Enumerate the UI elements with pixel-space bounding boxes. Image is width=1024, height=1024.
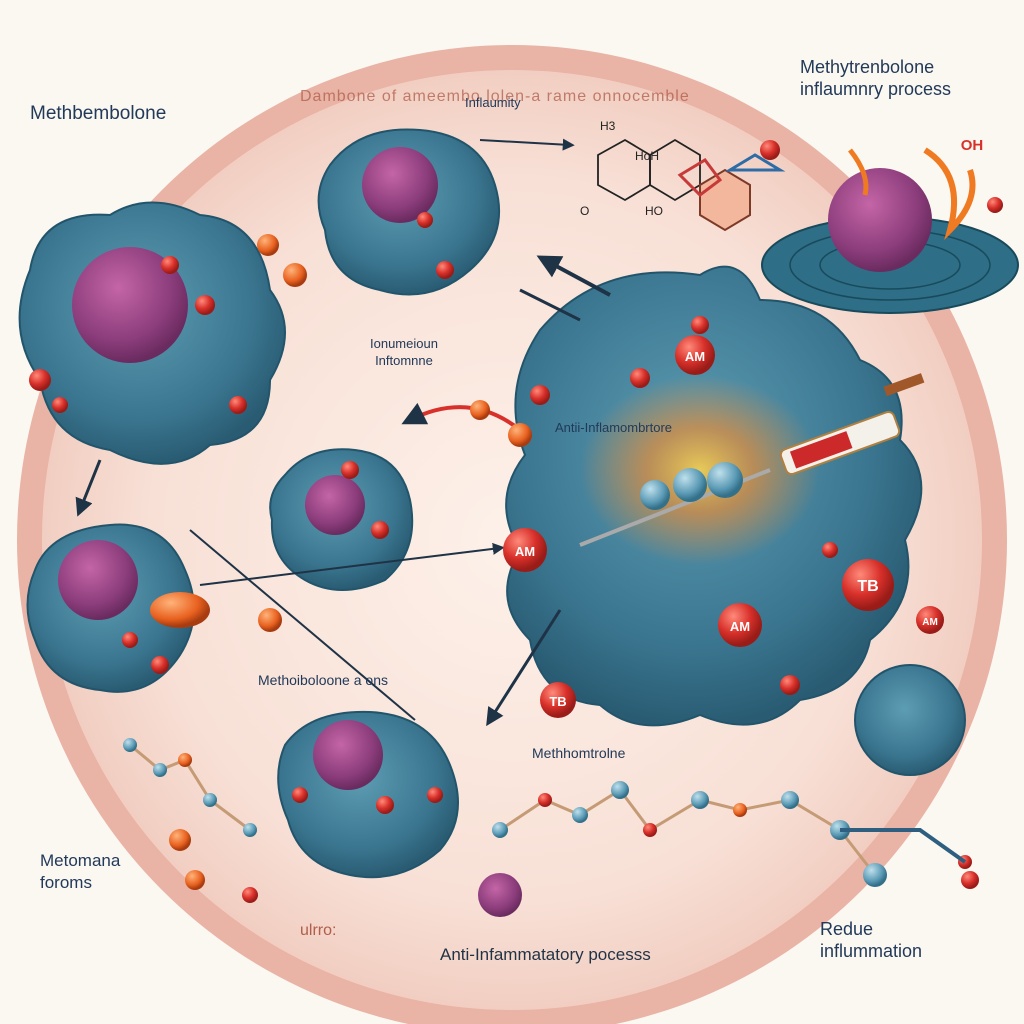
chem-label-h3: H3: [600, 119, 616, 133]
label-bottom-right-line1: Redue: [820, 919, 874, 939]
title-top-right-line2: inflaumnry process: [800, 79, 952, 99]
immune-cell-left: [26, 523, 195, 693]
label-bottom-left: Metomana foroms: [40, 850, 120, 894]
label-bottom-right-line2: inflummation: [820, 941, 923, 961]
oh-badge-top: OH: [961, 137, 984, 154]
label-bottom-left-line2: foroms: [40, 873, 92, 892]
immune-cell-bottom: [277, 710, 459, 879]
chem-label-o: O: [580, 204, 589, 218]
syringe: [579, 373, 925, 547]
arc-title: Dambone of ameembo lolen-a rame onnocemb…: [300, 88, 690, 105]
bottom-arc-prefix: ulrro:: [300, 922, 337, 939]
orange-granules: [150, 234, 532, 890]
chemical-structure-top: H3 HoH O HO: [580, 119, 786, 232]
chem-label-ho: HO: [645, 204, 663, 218]
immune-cell-bottom-right: [854, 664, 966, 776]
immune-cell-middle: [269, 448, 414, 591]
label-center-line1: Ionumeioun: [370, 336, 438, 351]
nucleus: [362, 147, 438, 223]
label-drug: Antii-Inflamombrtore: [555, 420, 673, 435]
chem-label-hoh: HoH: [635, 149, 659, 163]
immune-cell-top-left: [18, 201, 286, 465]
label-top-center: Inflaumity: [465, 95, 521, 110]
am-badge-2: AM: [503, 528, 547, 572]
arrows: [75, 138, 611, 727]
tb-badge-right-text: TB: [857, 578, 878, 595]
am-badge-4: AM: [916, 606, 944, 634]
red-granules: [29, 140, 1003, 903]
label-center: Ionumeioun Inftomnne: [370, 335, 438, 369]
am-badge-4-text: AM: [922, 617, 938, 628]
oh-badge-top-text: OH: [961, 137, 984, 154]
title-top-right-line1: Methytrenbolone: [800, 57, 935, 77]
tb-badge-lower-text: TB: [549, 694, 566, 709]
am-badge-3: AM: [718, 603, 762, 647]
am-badge-1: AM: [675, 335, 715, 375]
am-badge-1-text: AM: [685, 349, 705, 364]
molecule-chain-left: [123, 738, 257, 837]
nucleus: [305, 475, 365, 535]
label-lower-center: Methhomtrolne: [532, 745, 626, 761]
label-bottom-left-line1: Metomana: [40, 851, 121, 870]
label-bottom-right: Redue inflummation: [820, 918, 922, 962]
label-top-left: Methbembolone: [30, 103, 167, 124]
nucleus: [313, 720, 383, 790]
label-mid-lower: Methoiboloone a ons: [258, 672, 388, 688]
nucleus: [58, 540, 138, 620]
inflamed-cell-top-right: [761, 147, 1019, 314]
small-cell-fragment: [478, 873, 522, 917]
am-badge-2-text: AM: [515, 544, 535, 559]
nucleus: [72, 247, 188, 363]
label-center-line2: Inftomnne: [375, 353, 433, 368]
title-top-right: Methytrenbolone inflaumnry process: [800, 56, 951, 100]
immune-cell-top-center: [317, 128, 501, 296]
label-bottom-arc: Anti-Infammatatory pocesss: [440, 945, 651, 964]
molecule-chain-bottom: [492, 781, 972, 887]
tb-badge-lower: TB: [540, 682, 576, 718]
large-immune-cell: [505, 265, 923, 727]
tb-badge-right: TB: [842, 559, 894, 611]
am-badge-3-text: AM: [730, 619, 750, 634]
